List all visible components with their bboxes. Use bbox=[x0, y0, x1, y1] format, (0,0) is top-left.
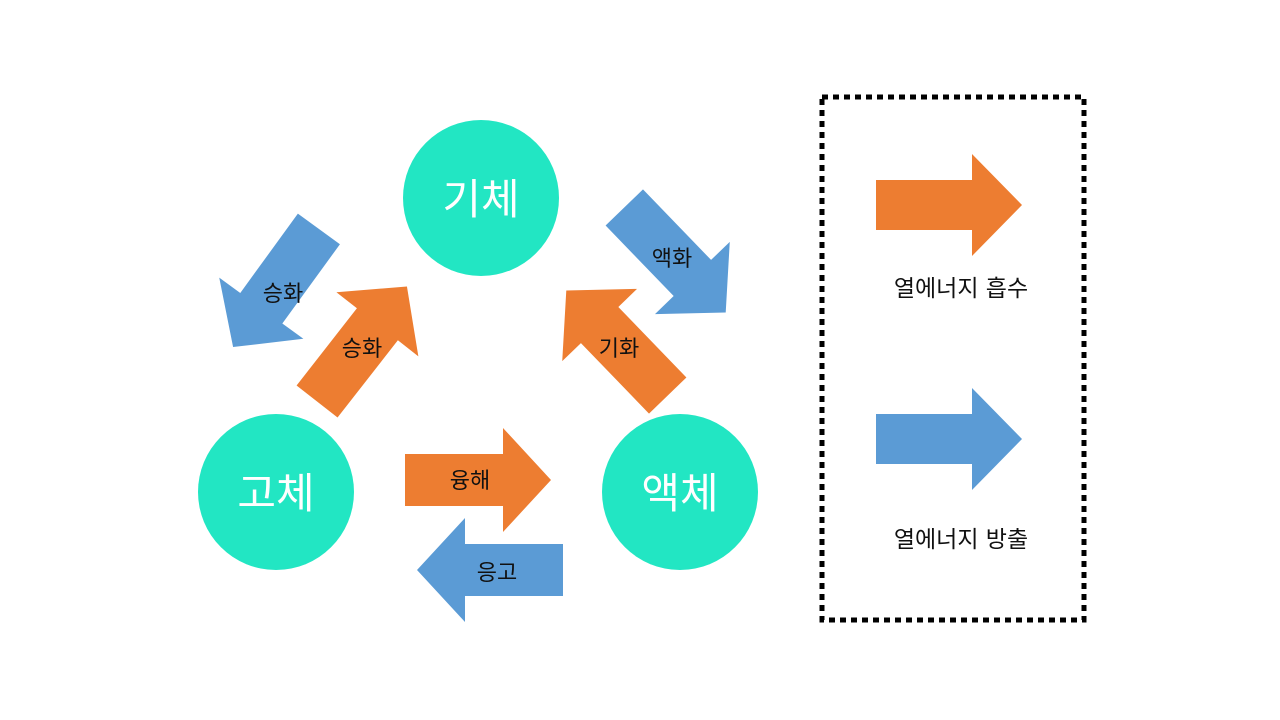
arrow-freezing: 응고 bbox=[417, 518, 563, 622]
arrow-melting: 융해 bbox=[405, 428, 551, 532]
gas-label: 기체 bbox=[442, 175, 519, 224]
legend-absorb: 열에너지 흡수 bbox=[876, 154, 1028, 302]
liquid-label: 액체 bbox=[641, 469, 718, 518]
arrow-label-condensation: 액화 bbox=[652, 247, 692, 272]
legend-absorb-label: 열에너지 흡수 bbox=[894, 276, 1028, 302]
legend: 열에너지 흡수 열에너지 방출 bbox=[819, 94, 1087, 623]
arrow-label-vaporization: 기화 bbox=[599, 337, 639, 362]
liquid-state: 액체 bbox=[602, 414, 758, 570]
legend-release-label: 열에너지 방출 bbox=[894, 527, 1028, 553]
arrow-sublimation-to-gas: 승화 bbox=[276, 254, 448, 434]
gas-circle bbox=[403, 120, 559, 276]
solid-state: 고체 bbox=[198, 414, 354, 570]
arrow-vaporization: 기화 bbox=[528, 254, 706, 432]
arrow-condensation: 액화 bbox=[586, 171, 764, 349]
arrow-label-sublimation-to-solid: 승화 bbox=[263, 282, 303, 307]
arrow-label-sublimation-to-gas: 승화 bbox=[342, 337, 382, 362]
legend-absorb-arrow bbox=[876, 154, 1022, 256]
legend-release: 열에너지 방출 bbox=[876, 388, 1028, 553]
arrow-sublimation-to-solid: 승화 bbox=[191, 198, 361, 378]
liquid-circle bbox=[602, 414, 758, 570]
solid-label: 고체 bbox=[237, 469, 314, 518]
legend-border bbox=[819, 94, 1087, 623]
solid-circle bbox=[198, 414, 354, 570]
arrow-label-melting: 융해 bbox=[450, 469, 490, 494]
gas-state: 기체 bbox=[403, 120, 559, 276]
arrow-label-freezing: 응고 bbox=[477, 561, 517, 586]
legend-release-arrow bbox=[876, 388, 1022, 490]
